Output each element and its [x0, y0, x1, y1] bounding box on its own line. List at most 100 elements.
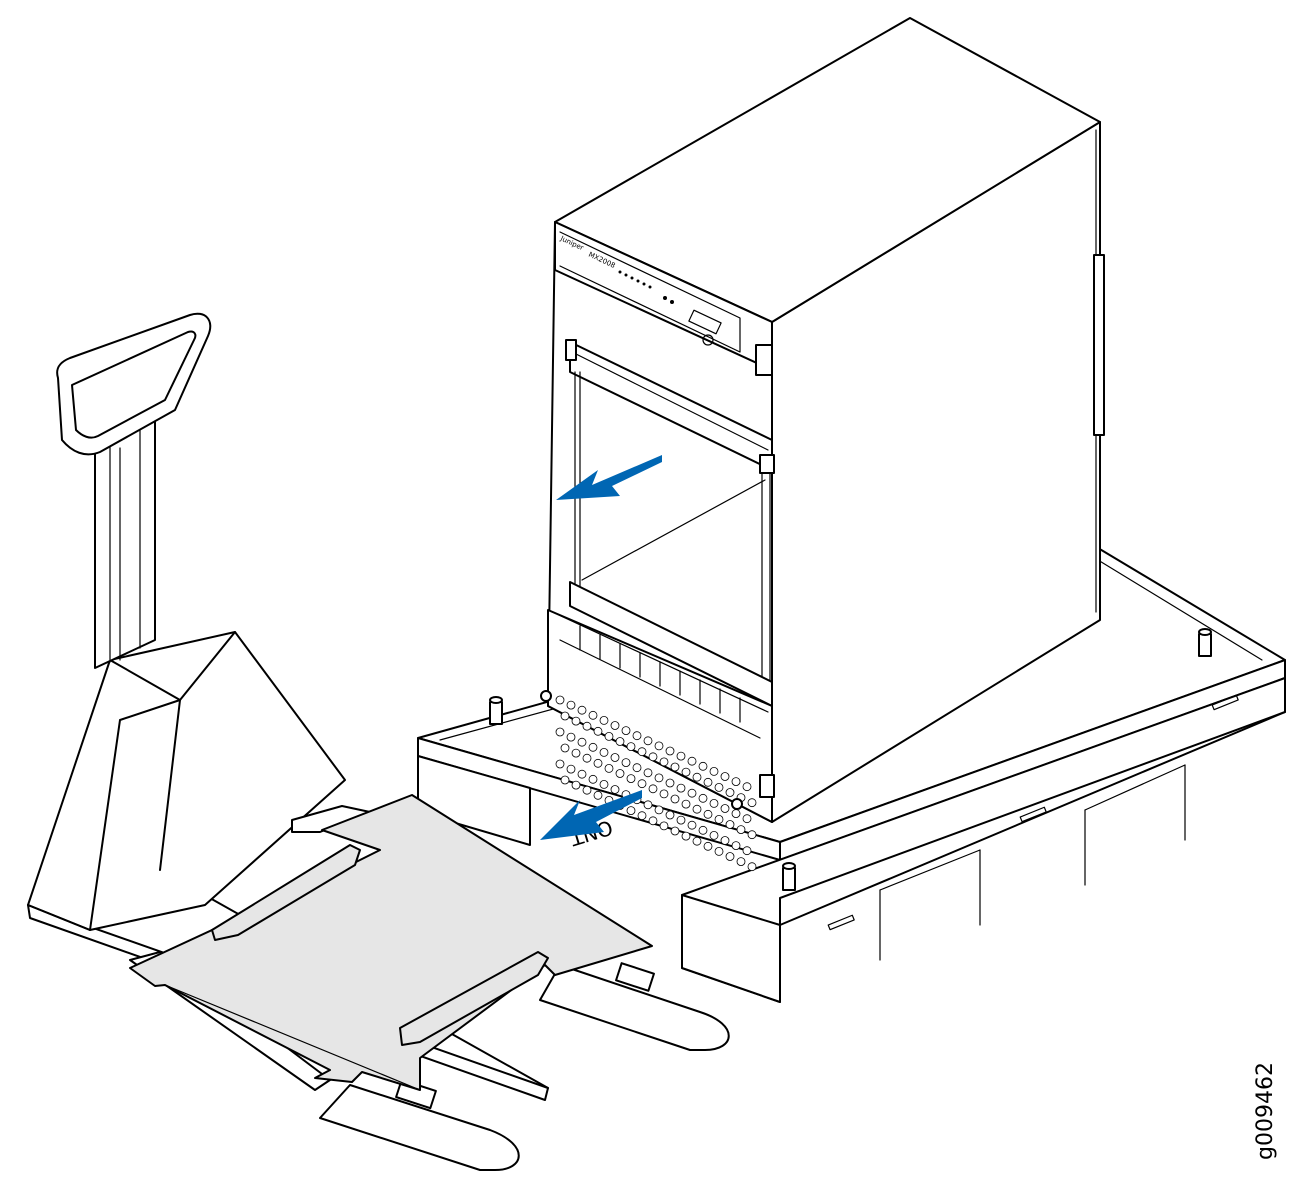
- fan-grille-hole: [599, 716, 609, 725]
- pallet-bolt: [489, 696, 503, 725]
- fan-grille-hole: [555, 695, 565, 705]
- fan-grille-hole: [665, 778, 675, 788]
- fan-grille-hole: [615, 737, 625, 746]
- fan-grille-hole: [725, 820, 735, 829]
- fan-grille-hole: [588, 710, 598, 720]
- fan-grille-hole: [571, 716, 581, 726]
- fan-grille-hole: [742, 814, 752, 824]
- fan-grille-hole: [632, 731, 642, 741]
- fan-grille-hole: [626, 806, 636, 815]
- fan-grille-hole: [725, 788, 735, 797]
- fan-grille-hole: [637, 811, 647, 821]
- fan-grille-hole: [571, 780, 581, 790]
- fan-grille-hole: [588, 774, 598, 784]
- fan-grille-hole: [566, 764, 576, 774]
- fan-grille-hole: [747, 862, 757, 872]
- fan-grille-hole: [676, 783, 686, 793]
- fan-grille-hole: [560, 743, 570, 753]
- lift-platform-plate: [129, 794, 653, 1091]
- fan-grille-hole: [560, 711, 570, 721]
- fan-grille-hole: [731, 777, 741, 786]
- fan-grille-hole: [555, 727, 565, 737]
- fan-grille-hole: [687, 820, 697, 830]
- fan-grille-hole: [599, 780, 609, 789]
- fan-grille-hole: [725, 852, 735, 861]
- fan-grille-hole: [676, 815, 686, 825]
- fan-grille-hole: [626, 774, 636, 783]
- fan-grille-hole: [604, 732, 614, 741]
- fan-grille-hole: [610, 721, 620, 730]
- fan-grille-hole: [593, 758, 603, 768]
- fan-grille-hole: [555, 759, 565, 769]
- fan-grille-hole: [582, 785, 592, 795]
- fan-grille-hole: [588, 742, 598, 752]
- fan-grille-hole: [703, 777, 713, 787]
- fan-grille-hole: [560, 775, 570, 785]
- fan-grille-hole: [654, 773, 664, 783]
- fan-grille-hole: [615, 769, 625, 778]
- move-direction-arrow-upper: [556, 455, 662, 500]
- fan-grille-hole: [648, 752, 658, 762]
- fan-grille-hole: [731, 841, 741, 850]
- pallet-jack-handle-shaft: [94, 417, 156, 669]
- fan-grille-hole: [709, 831, 719, 840]
- fan-grille-hole: [566, 732, 576, 742]
- fan-grille-hole: [566, 700, 576, 710]
- fan-grille-hole: [593, 726, 603, 736]
- pallet-jack-fork-left: [319, 1084, 520, 1171]
- fan-grille-hole: [670, 794, 680, 804]
- fan-grille-hole: [720, 836, 730, 845]
- fan-grille-hole: [610, 785, 620, 794]
- fan-grille-hole: [659, 757, 669, 767]
- fan-grille-hole: [692, 772, 702, 782]
- fan-grille-hole: [681, 799, 691, 809]
- fan-grille-hole: [654, 741, 664, 751]
- fan-grille-hole: [720, 772, 730, 781]
- fan-grille-hole: [742, 846, 752, 856]
- fan-grille-hole: [599, 748, 609, 757]
- fan-grille-hole: [731, 809, 741, 818]
- fan-grille-hole: [714, 847, 724, 856]
- fan-grille-hole: [632, 763, 642, 773]
- fan-grille-hole: [676, 751, 686, 761]
- lift-platform: [129, 794, 653, 1091]
- fan-grille-hole: [670, 826, 680, 836]
- fan-grille-hole: [698, 761, 708, 771]
- move-direction-arrow-lower: [540, 790, 642, 840]
- fan-grille-hole: [687, 788, 697, 798]
- fan-grille-hole: [577, 737, 587, 747]
- fan-grille-hole: [604, 764, 614, 773]
- fan-grille-hole: [577, 769, 587, 779]
- fan-grille-hole: [621, 758, 631, 767]
- fan-grille-hole: [742, 782, 752, 792]
- fan-grille-hole: [626, 742, 636, 751]
- figure-id-label: g009462: [1253, 1062, 1278, 1160]
- fan-grille-hole: [670, 762, 680, 772]
- fan-grille-hole: [703, 809, 713, 819]
- fan-grille-hole: [747, 830, 757, 840]
- fan-grille-hole: [582, 721, 592, 731]
- fan-grille-hole: [659, 789, 669, 799]
- pallet-bolt: [1198, 628, 1212, 657]
- fan-grille-hole: [714, 783, 724, 792]
- fan-grille-hole: [659, 821, 669, 831]
- fan-grille-hole: [593, 790, 603, 800]
- fan-tray-fins: [579, 625, 741, 723]
- router-chassis: Juniper MX2008: [540, 17, 1105, 872]
- fan-grille-hole: [709, 799, 719, 808]
- fan-grille-hole: [654, 805, 664, 815]
- fan-grille-hole: [637, 747, 647, 757]
- fan-grille-hole: [571, 748, 581, 758]
- fan-grille-hole: [709, 767, 719, 776]
- fan-grille-hole: [692, 836, 702, 846]
- fan-grille: [555, 695, 757, 872]
- fan-grille-hole: [714, 815, 724, 824]
- fan-grille-hole: [665, 810, 675, 820]
- fan-grille-hole: [698, 825, 708, 835]
- fan-grille-hole: [720, 804, 730, 813]
- fan-grille-hole: [681, 767, 691, 777]
- fan-grille-hole: [736, 825, 746, 834]
- fan-grille-hole: [703, 841, 713, 851]
- fan-grille-hole: [577, 705, 587, 715]
